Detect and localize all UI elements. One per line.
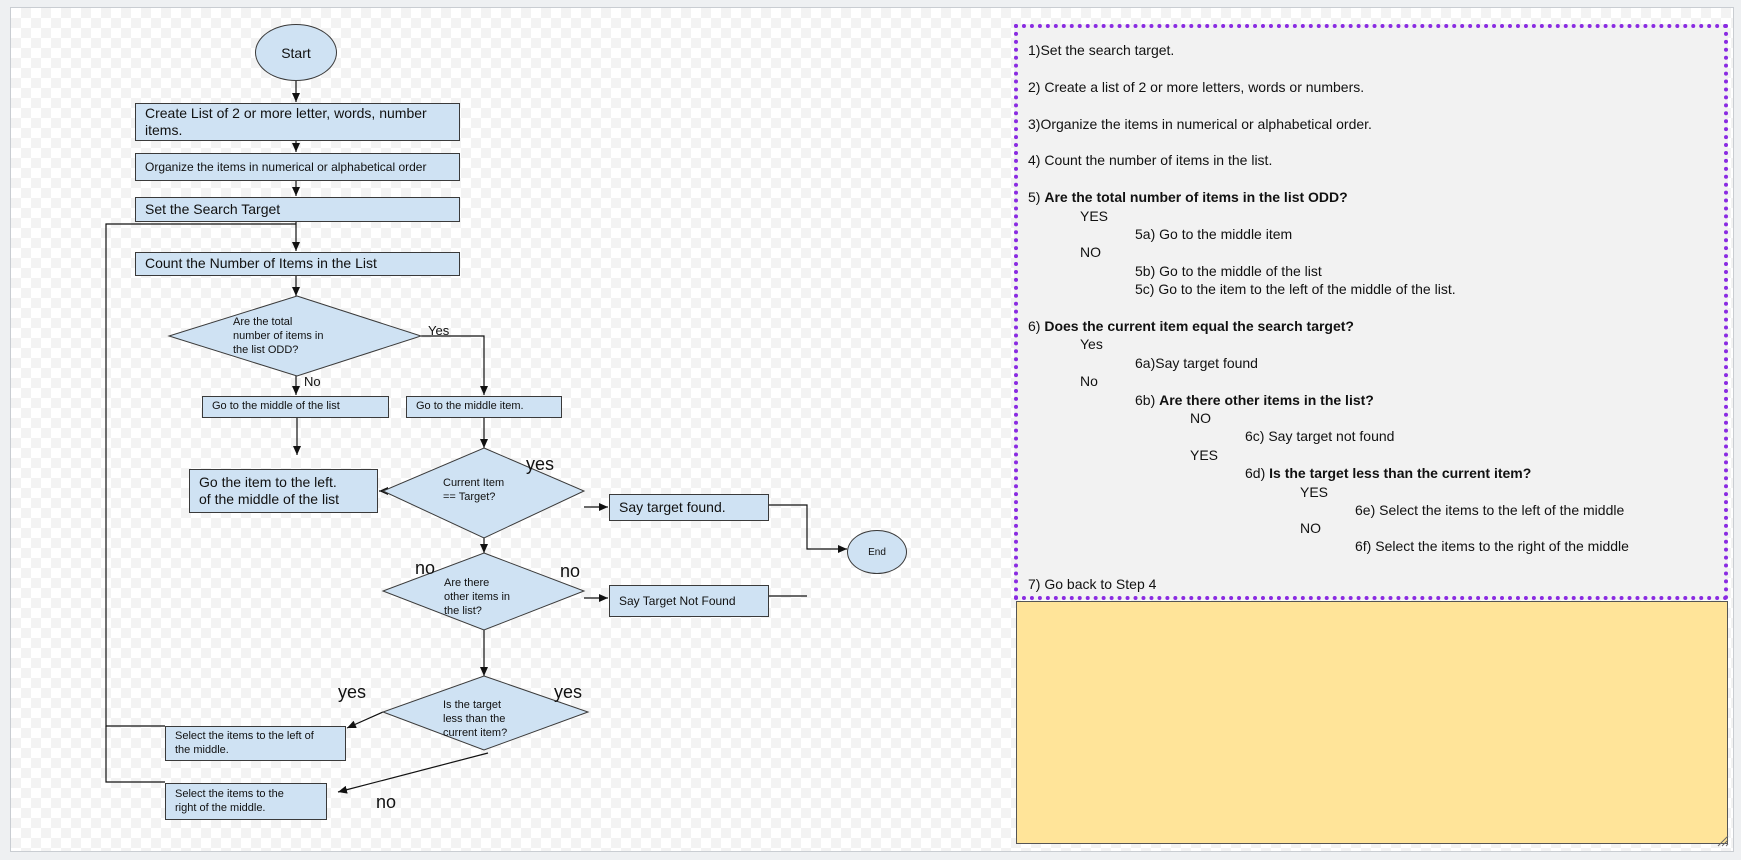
select-left-line: the middle. <box>175 743 229 756</box>
go-middle-item-process[interactable]: Go to the middle item. <box>406 396 562 418</box>
select-left-line: Select the items to the left of <box>175 729 314 742</box>
step-6d-yes: YES <box>1300 484 1329 500</box>
no-label: no <box>415 558 436 578</box>
step-6-no: No <box>1080 373 1098 389</box>
sticky-note[interactable] <box>1016 601 1728 844</box>
step-2: 2) Create a list of 2 or more letters, w… <box>1028 79 1365 95</box>
decision-less-diamond <box>381 675 590 751</box>
step-6d-no: NO <box>1300 520 1321 536</box>
say-not-found-label: Say Target Not Found <box>619 593 736 608</box>
step-6b-yes: YES <box>1190 447 1219 463</box>
step-5-number: 5) <box>1028 189 1045 205</box>
connector <box>769 504 847 553</box>
organize-process[interactable]: Organize the items in numerical or alpha… <box>135 153 460 181</box>
go-middle-list-process[interactable]: Go to the middle of the list <box>202 396 389 418</box>
target-less-line: current item? <box>443 726 508 739</box>
step-6: 6) Does the current item equal the searc… <box>1028 318 1354 334</box>
algorithm-notes-textbox[interactable]: 1)Set the search target. 2) Create a lis… <box>1014 24 1728 600</box>
other-items-line: Are there <box>444 577 490 590</box>
yes-label: yes <box>526 454 555 474</box>
set-target-label: Set the Search Target <box>145 200 281 217</box>
step-6c: 6c) Say target not found <box>1245 428 1395 444</box>
set-target-process[interactable]: Set the Search Target <box>135 197 460 222</box>
step-6-yes: Yes <box>1080 336 1103 352</box>
step-6b-no: NO <box>1190 410 1211 426</box>
connector <box>337 752 489 794</box>
step-6f: 6f) Select the items to the right of the… <box>1355 538 1629 554</box>
say-found-label: Say target found. <box>619 498 726 515</box>
step-5a: 5a) Go to the middle item <box>1135 226 1293 242</box>
step-6b: 6b) Are there other items in the list? <box>1135 392 1374 408</box>
end-terminal[interactable]: End <box>847 530 907 574</box>
step-5-no: NO <box>1080 244 1101 260</box>
step-6d: 6d) Is the target less than the current … <box>1245 465 1531 481</box>
step-4: 4) Count the number of items in the list… <box>1028 152 1273 168</box>
connector <box>421 335 488 395</box>
current-eq-target-line: == Target? <box>443 491 496 503</box>
end-label: End <box>868 546 886 558</box>
count-process[interactable]: Count the Number of Items in the List <box>135 252 460 276</box>
yes-label: yes <box>554 682 583 702</box>
step-6d-question: Is the target less than the current item… <box>1269 465 1532 481</box>
step-6b-question: Are there other items in the list? <box>1159 392 1374 408</box>
no-label: no <box>376 792 397 812</box>
step-7: 7) Go back to Step 4 <box>1028 576 1157 592</box>
target-less-line: Is the target <box>443 699 502 712</box>
odd-question-line: the list ODD? <box>233 343 299 356</box>
step-6d-number: 6d) <box>1245 465 1270 481</box>
target-less-line: less than the <box>443 713 506 726</box>
step-1: 1)Set the search target. <box>1028 42 1175 58</box>
create-list-process[interactable]: Create List of 2 or more letter, words, … <box>135 103 460 141</box>
decision-current-diamond <box>381 447 586 539</box>
target-less-text: Is the target less than the current item… <box>443 698 543 742</box>
loop-connector <box>105 223 296 727</box>
step-5b: 5b) Go to the middle of the list <box>1135 263 1322 279</box>
odd-question-text: Are the total number of items in the lis… <box>233 315 353 359</box>
go-middle-list-label: Go to the middle of the list <box>212 400 340 413</box>
decision-other-items-diamond <box>381 552 586 631</box>
drawing-canvas[interactable]: Start Create List of 2 or more letter, w… <box>10 7 1734 852</box>
say-not-found-process[interactable]: Say Target Not Found <box>609 585 769 617</box>
resize-grip-icon[interactable] <box>1717 835 1729 847</box>
go-middle-item-label: Go to the middle item. <box>416 400 524 413</box>
select-left-process[interactable]: Select the items to the left of the midd… <box>165 726 346 761</box>
go-left-middle-process[interactable]: Go the item to the left. of the middle o… <box>189 469 378 513</box>
yes-label: Yes <box>428 323 450 338</box>
step-5: 5) Are the total number of items in the … <box>1028 189 1348 205</box>
odd-question-line: number of items in <box>233 330 324 343</box>
step-5-yes: YES <box>1080 208 1109 224</box>
start-terminal[interactable]: Start <box>255 24 337 81</box>
step-5c: 5c) Go to the item to the left of the mi… <box>1135 281 1456 297</box>
decision-odd-diamond <box>167 295 423 377</box>
select-right-line: Select the items to the <box>175 787 284 800</box>
current-eq-target-line: Current Item <box>443 477 505 490</box>
go-left-middle-line: of the middle of the list <box>199 491 340 507</box>
go-left-middle-line: Go the item to the left. <box>199 473 337 490</box>
select-right-process[interactable]: Select the items to the right of the mid… <box>165 783 327 820</box>
count-label: Count the Number of Items in the List <box>145 255 377 272</box>
organize-label: Organize the items in numerical or alpha… <box>145 159 427 174</box>
select-right-line: right of the middle. <box>175 801 266 814</box>
no-label: no <box>560 561 581 581</box>
create-list-label: Create List of 2 or more letter, words, … <box>145 104 427 139</box>
connector-layer <box>105 81 847 794</box>
other-items-line: other items in <box>444 591 511 604</box>
step-6-number: 6) <box>1028 318 1045 334</box>
current-eq-target-text: Current Item == Target? <box>443 474 533 508</box>
other-items-line: the list? <box>444 604 482 617</box>
step-6b-number: 6b) <box>1135 392 1160 408</box>
say-found-process[interactable]: Say target found. <box>609 494 769 521</box>
other-items-text: Are there other items in the list? <box>444 576 534 620</box>
step-6-question: Does the current item equal the search t… <box>1044 318 1354 334</box>
step-6a: 6a)Say target found <box>1135 355 1258 371</box>
step-5-question: Are the total number of items in the lis… <box>1044 189 1348 205</box>
odd-question-line: Are the total <box>233 316 293 329</box>
no-label: No <box>304 374 321 389</box>
step-6e: 6e) Select the items to the left of the … <box>1355 502 1625 518</box>
loop-connector <box>105 726 165 783</box>
yes-label: yes <box>338 682 367 702</box>
step-3: 3)Organize the items in numerical or alp… <box>1028 116 1372 132</box>
connector <box>346 711 384 729</box>
start-label: Start <box>281 44 311 61</box>
